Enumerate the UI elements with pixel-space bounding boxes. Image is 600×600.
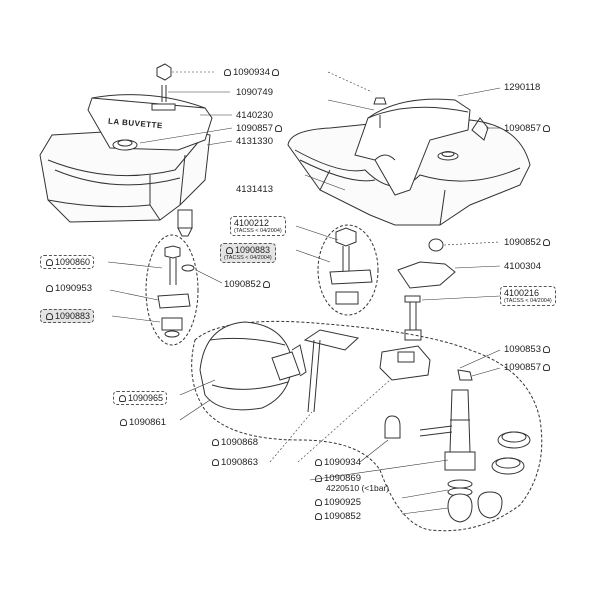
part-label-4140230: 4140230 — [236, 110, 273, 121]
part-icon — [315, 513, 322, 520]
part-label-1090934-b: 1090934 — [313, 457, 361, 468]
part-icon — [212, 459, 219, 466]
part-label-1090852-c: 1090852 — [313, 511, 361, 522]
middle-bolt-group — [317, 224, 379, 316]
part-icon — [226, 247, 233, 254]
part-label-4220510: 4220510 (<1bar) — [326, 483, 390, 493]
part-icon — [315, 459, 322, 466]
part-label-4100304: 4100304 — [504, 261, 541, 272]
part-label-1090869: 1090869 — [313, 473, 361, 484]
part-label-1090852-a: 1090852 — [224, 279, 272, 290]
part-label-1090863: 1090863 — [210, 457, 258, 468]
part-label-1090852-b: 1090852 — [504, 237, 552, 248]
part-box-1090883-a: 1090883(TACSS < 04/2004) — [220, 243, 276, 263]
part-icon — [46, 259, 53, 266]
part-icon — [274, 125, 282, 132]
part-label-1090868: 1090868 — [210, 437, 258, 448]
right-drinking-bowl — [287, 97, 531, 226]
part-icon — [315, 475, 322, 482]
part-label-1090853: 1090853 — [504, 344, 552, 355]
top-bolt-left — [151, 63, 176, 111]
part-icon — [120, 419, 127, 426]
left-bolt-group — [145, 234, 199, 346]
leader-lines-left-group — [107, 261, 223, 323]
part-label-1090861: 1090861 — [118, 417, 166, 428]
part-box-1090883-b: 1090883 — [40, 309, 95, 323]
part-icon — [212, 439, 219, 446]
leader-lines-bottom-group — [179, 349, 501, 515]
part-icon — [46, 285, 53, 292]
left-drinking-bowl — [39, 94, 213, 237]
part-label-1090925: 1090925 — [313, 497, 361, 508]
leader-lines-top-right — [304, 71, 501, 191]
part-icon — [315, 499, 322, 506]
part-label-1090934-top: 1090934 — [222, 67, 281, 78]
part-icon — [542, 239, 550, 246]
part-label-4131413: 4131413 — [236, 184, 273, 195]
part-icon — [542, 125, 550, 132]
part-icon — [119, 395, 126, 402]
leader-lines-right-group — [421, 241, 501, 301]
part-icon — [262, 281, 270, 288]
part-box-1090965: 1090965 — [113, 391, 168, 405]
leader-lines-top-left — [139, 71, 233, 146]
part-label-4131330: 4131330 — [236, 136, 273, 147]
right-bolt-group — [397, 238, 456, 341]
part-box-4100212: 4100212(TACSS < 04/2004) — [230, 216, 286, 236]
part-label-1090857-a: 1090857 — [236, 123, 284, 134]
float-valve-group — [191, 320, 543, 532]
part-icon — [46, 313, 53, 320]
part-icon — [271, 69, 279, 76]
part-label-1290118: 1290118 — [504, 82, 541, 93]
part-label-1090857-c: 1090857 — [504, 362, 552, 373]
part-icon — [542, 346, 550, 353]
part-label-1090749: 1090749 — [236, 87, 273, 98]
part-box-4100216: 4100216(TACSS < 04/2004) — [500, 286, 556, 306]
part-label-1090857-b: 1090857 — [504, 123, 552, 134]
part-icon — [542, 364, 550, 371]
leader-lines-middle-group — [295, 225, 339, 263]
part-icon — [224, 69, 231, 76]
part-label-1090953: 1090953 — [44, 283, 92, 294]
part-box-1090860: 1090860 — [40, 255, 95, 269]
